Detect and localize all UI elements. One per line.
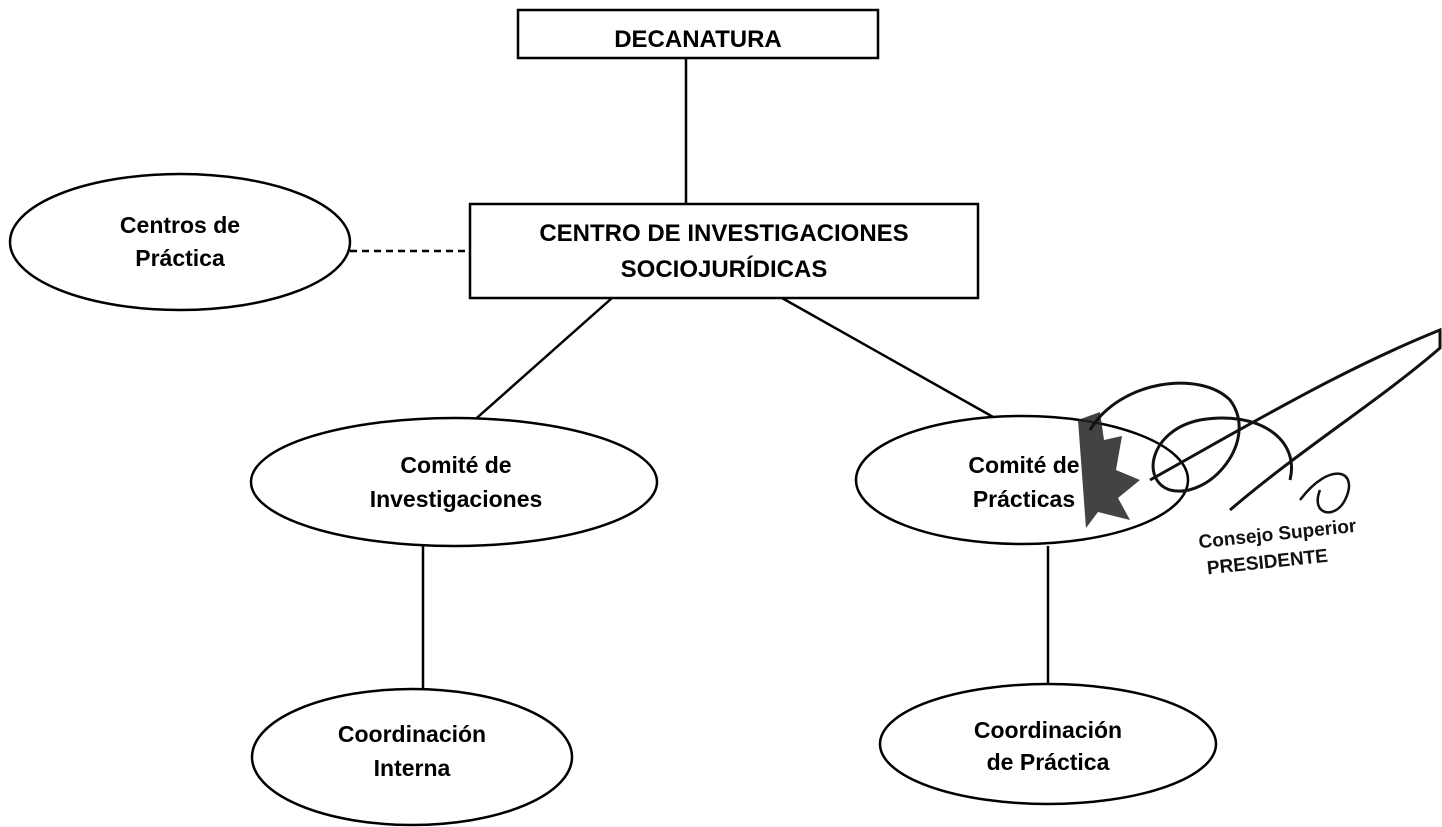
node-centros-practica-label-line2: Práctica: [135, 245, 225, 271]
node-comite-investigaciones-label-line2: Investigaciones: [370, 486, 543, 512]
node-centro-label-line1: CENTRO DE INVESTIGACIONES: [539, 220, 908, 247]
node-comite-practicas-label-line2: Prácticas: [973, 486, 1075, 512]
signature-stroke-small: [1299, 472, 1351, 514]
node-centros-practica: Centros de Práctica: [8, 172, 352, 312]
node-comite-investigaciones-label-line1: Comité de: [400, 452, 511, 478]
node-coordinacion-interna: Coordinación Interna: [250, 687, 574, 827]
signature-stroke: [1088, 381, 1293, 493]
node-coordinacion-practica-label-line1: Coordinación: [974, 717, 1122, 743]
stamp-line1: Consejo Superior: [1198, 516, 1358, 554]
node-coordinacion-interna-label-line1: Coordinación: [338, 721, 486, 747]
signature-scribble: [1078, 412, 1140, 528]
node-decanatura: DECANATURA: [516, 8, 880, 60]
node-coordinacion-practica-label-line2: de Práctica: [987, 749, 1110, 775]
signature-stroke-long: [1149, 327, 1442, 512]
node-coordinacion-interna-label-line2: Interna: [374, 755, 451, 781]
node-centros-practica-label-line1: Centros de: [120, 212, 240, 238]
edge-centro-comite-investigaciones: [469, 297, 613, 425]
node-centro: CENTRO DE INVESTIGACIONES SOCIOJURÍDICAS: [468, 202, 980, 300]
node-decanatura-label: DECANATURA: [614, 26, 782, 53]
stamp-line2: PRESIDENTE: [1206, 546, 1329, 580]
node-comite-practicas-label-line1: Comité de: [968, 452, 1079, 478]
node-comite-investigaciones: Comité de Investigaciones: [249, 416, 659, 548]
edge-centro-comite-practicas: [781, 296, 1003, 424]
connectors: [350, 58, 1050, 690]
node-coordinacion-practica: Coordinación de Práctica: [878, 682, 1218, 806]
node-centro-label-line2: SOCIOJURÍDICAS: [621, 255, 828, 283]
